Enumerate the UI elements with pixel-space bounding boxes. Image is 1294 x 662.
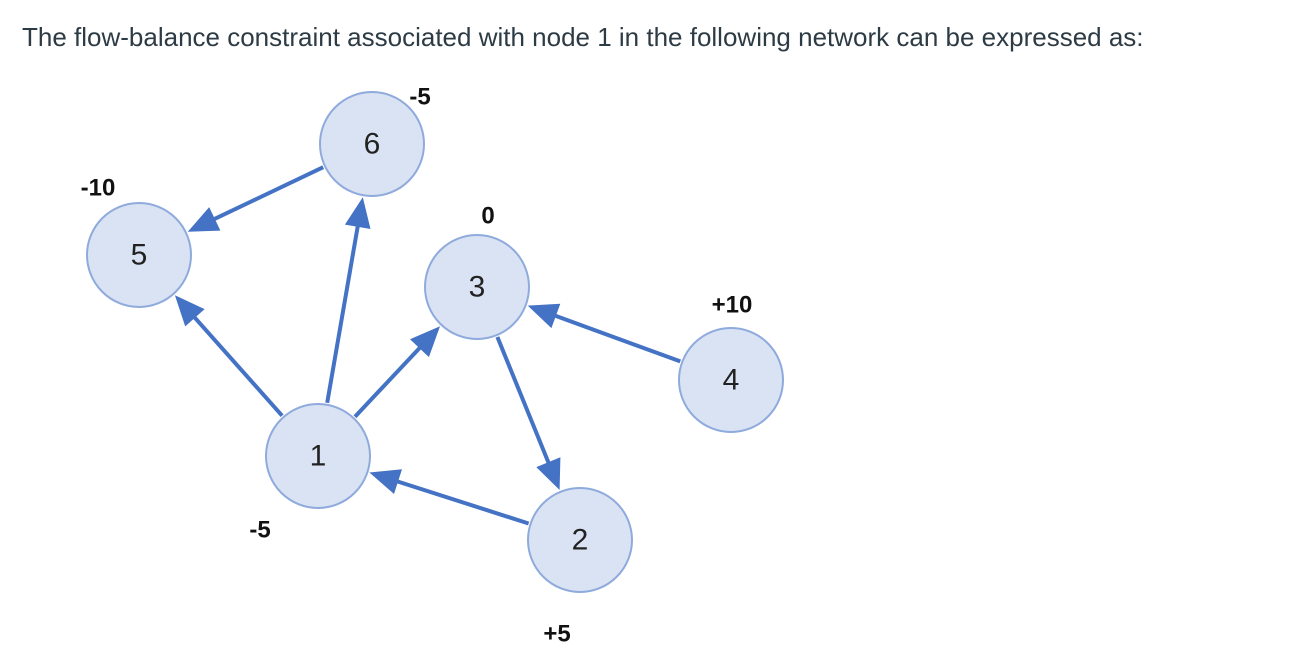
- node-label: 4: [723, 364, 740, 397]
- supply-label-node-3: 0: [481, 203, 494, 230]
- edge-4-to-3: [527, 303, 681, 364]
- edge-line: [395, 479, 530, 526]
- edge-line: [553, 313, 681, 364]
- node-circle: [319, 91, 425, 197]
- supply-label-node-2: +5: [543, 621, 570, 648]
- node-label: 5: [131, 239, 148, 272]
- question-text: The flow-balance constraint associated w…: [22, 22, 1144, 52]
- edge-1-to-3: [353, 326, 440, 419]
- arrowhead-icon: [527, 303, 561, 329]
- node-label: 3: [469, 271, 486, 304]
- node-1: 1: [265, 403, 371, 509]
- edge-line: [353, 345, 423, 419]
- node-2: 2: [527, 487, 633, 593]
- arrowhead-icon: [174, 295, 205, 327]
- node-3: 3: [424, 234, 530, 340]
- node-5: 5: [86, 202, 192, 308]
- supply-label-node-6: -5: [409, 84, 430, 111]
- arrowhead-icon: [410, 326, 440, 358]
- edge-line: [212, 165, 325, 222]
- edge-1-to-6: [325, 197, 371, 404]
- node-label: 2: [572, 524, 589, 557]
- supply-layer: -5 +5 0 +10 -10 -5: [81, 84, 753, 648]
- node-circle: [265, 403, 371, 509]
- node-circle: [527, 487, 633, 593]
- node-6: 6: [319, 91, 425, 197]
- supply-label-node-4: +10: [712, 292, 753, 319]
- supply-label-node-1: -5: [249, 517, 270, 544]
- arrowhead-icon: [369, 469, 402, 494]
- node-4: 4: [678, 327, 784, 433]
- arrowhead-icon: [536, 457, 561, 490]
- node-circle: [86, 202, 192, 308]
- edge-1-to-5: [174, 295, 284, 418]
- arrowhead-icon: [344, 197, 371, 229]
- edge-6-to-5: [187, 165, 325, 232]
- nodes-layer: 1 2 3 4 5 6: [86, 91, 784, 593]
- node-label: 1: [310, 440, 327, 473]
- edge-line: [325, 224, 360, 404]
- edge-2-to-1: [369, 469, 530, 526]
- node-circle: [678, 327, 784, 433]
- edge-line: [495, 336, 551, 465]
- node-circle: [424, 234, 530, 340]
- supply-label-node-5: -10: [81, 175, 116, 202]
- edge-3-to-2: [495, 336, 561, 490]
- node-label: 6: [364, 128, 381, 161]
- edge-line: [192, 314, 284, 418]
- arrowhead-icon: [187, 207, 221, 232]
- edges-layer: [174, 165, 681, 526]
